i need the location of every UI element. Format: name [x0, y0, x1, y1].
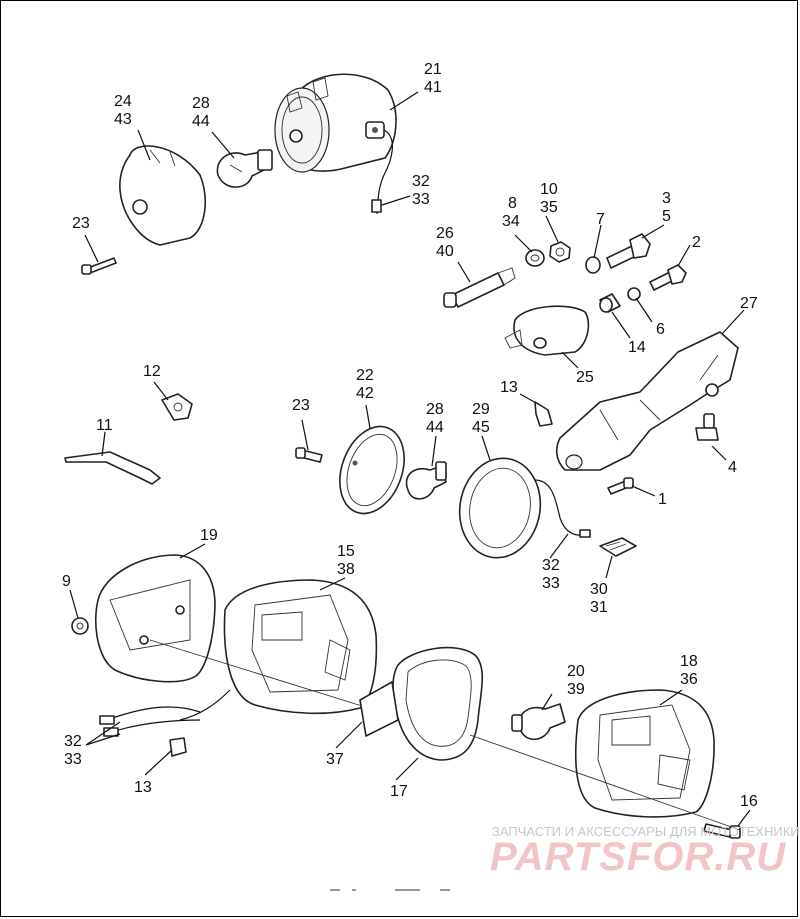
- callout-16: 16: [740, 793, 758, 810]
- callout-2: 2: [692, 234, 701, 251]
- callout-3-5-l2: 5: [662, 208, 671, 225]
- bulb-bottom-drawing: [511, 703, 566, 741]
- callout-21-41-l1: 21: [424, 61, 442, 78]
- callout-19: 19: [200, 527, 218, 544]
- callout-28-44-top-l1: 28: [192, 95, 210, 112]
- watermark: ЗАПЧАСТИ И АКСЕССУАРЫ ДЛЯ МОТОТЕХНИКИ PA…: [490, 824, 800, 879]
- bracket-drawing: [555, 331, 739, 471]
- hardware-top-drawing: [525, 233, 651, 274]
- callout-18-36-l1: 18: [680, 653, 698, 670]
- terminal-bottom-drawing: [169, 737, 187, 757]
- callout-9: 9: [62, 573, 71, 590]
- callout-32-33-mid-l2: 33: [542, 575, 560, 592]
- callout-21-41-l2: 41: [424, 79, 442, 96]
- callout-27: 27: [740, 295, 758, 312]
- callout-32-33-bot-l1: 32: [64, 733, 82, 750]
- callout-13-mid: 13: [500, 379, 518, 396]
- bulb-mid-drawing: [405, 461, 447, 500]
- callout-10-35-l2: 35: [540, 199, 558, 216]
- screw-2-drawing: [649, 264, 687, 291]
- callout-15-38-l2: 38: [337, 561, 355, 578]
- strap-drawing: [64, 451, 161, 485]
- callout-8-34-l1: 8: [508, 195, 517, 212]
- callout-20-39-l1: 20: [567, 663, 585, 680]
- callout-32-33-top-l1: 32: [412, 173, 430, 190]
- callout-24-43-l2: 43: [114, 111, 132, 128]
- callout-22-42-l2: 42: [356, 385, 374, 402]
- screw-16-drawing: [703, 823, 741, 839]
- watermark-brand: PARTSFOR.RU: [490, 835, 786, 879]
- callout-28-44-mid-l2: 44: [426, 419, 444, 436]
- callout-12: 12: [143, 363, 161, 380]
- callout-29-45-l1: 29: [472, 401, 490, 418]
- callout-10-35-l1: 10: [540, 181, 558, 198]
- callout-4: 4: [728, 459, 737, 476]
- shield-drawing: [359, 681, 399, 737]
- callout-25: 25: [576, 369, 594, 386]
- callout-26-40-l2: 40: [436, 243, 454, 260]
- callout-7: 7: [596, 211, 605, 228]
- callout-28-44-top-l2: 44: [192, 113, 210, 130]
- terminal-mid-drawing: [534, 401, 553, 427]
- callout-37: 37: [326, 751, 344, 768]
- screw-top-drawing: [81, 257, 117, 275]
- callout-15-38-l1: 15: [337, 543, 355, 560]
- callout-8-34-l2: 34: [502, 213, 520, 230]
- callout-32-33-top-l2: 33: [412, 191, 430, 208]
- wires-bottom-drawing: [99, 706, 201, 737]
- connector-drawing: [599, 537, 637, 557]
- housing-right-drawing: [575, 689, 715, 818]
- grommet-drawing: [71, 617, 89, 635]
- watermark-tagline: ЗАПЧАСТИ И АКСЕССУАРЫ ДЛЯ МОТОТЕХНИКИ: [492, 824, 800, 839]
- callout-29-45-l2: 45: [472, 419, 490, 436]
- callout-labels: 21 41 24 43 28 44 32 33 23 8 34 10 35 7 …: [62, 61, 758, 810]
- lens-ring-drawing: [339, 425, 405, 515]
- callout-23-mid: 23: [292, 397, 310, 414]
- callout-30-31-l2: 31: [590, 599, 608, 616]
- callout-3-5-l1: 3: [662, 190, 671, 207]
- lens-drawing: [458, 457, 591, 559]
- callout-28-44-mid-l1: 28: [426, 401, 444, 418]
- callout-24-43-l1: 24: [114, 93, 132, 110]
- callout-32-33-bot-l2: 33: [64, 751, 82, 768]
- clip-12-drawing: [161, 393, 193, 421]
- callout-30-31-l1: 30: [590, 581, 608, 598]
- callout-17: 17: [390, 783, 408, 800]
- callout-20-39-l2: 39: [567, 681, 585, 698]
- callout-32-33-mid-l1: 32: [542, 557, 560, 574]
- callout-1: 1: [658, 491, 667, 508]
- callout-22-42-l1: 22: [356, 367, 374, 384]
- stud-drawing: [443, 267, 516, 308]
- callout-6: 6: [656, 321, 665, 338]
- leader-lines: [69, 91, 751, 827]
- callout-26-40-l1: 26: [436, 225, 454, 242]
- bulb-top-drawing: [216, 149, 273, 188]
- back-plate-drawing: [94, 554, 216, 683]
- housing-upper-drawing: [274, 73, 397, 215]
- callout-11: 11: [96, 417, 113, 434]
- assembly-guide-line: [149, 639, 741, 831]
- housing-left-drawing: [179, 579, 378, 721]
- spacer-drawing: [599, 287, 641, 313]
- callout-14: 14: [628, 339, 646, 356]
- screw-1-drawing: [607, 477, 634, 495]
- screw-mid-drawing: [295, 447, 323, 463]
- bolt-4-drawing: [695, 413, 719, 441]
- callout-18-36-l2: 36: [680, 671, 698, 688]
- clamp-drawing: [504, 305, 590, 356]
- gasket-drawing: [392, 646, 484, 761]
- reflector-cup-drawing: [119, 145, 206, 246]
- callout-13-bot: 13: [134, 779, 152, 796]
- callout-23-top: 23: [72, 215, 90, 232]
